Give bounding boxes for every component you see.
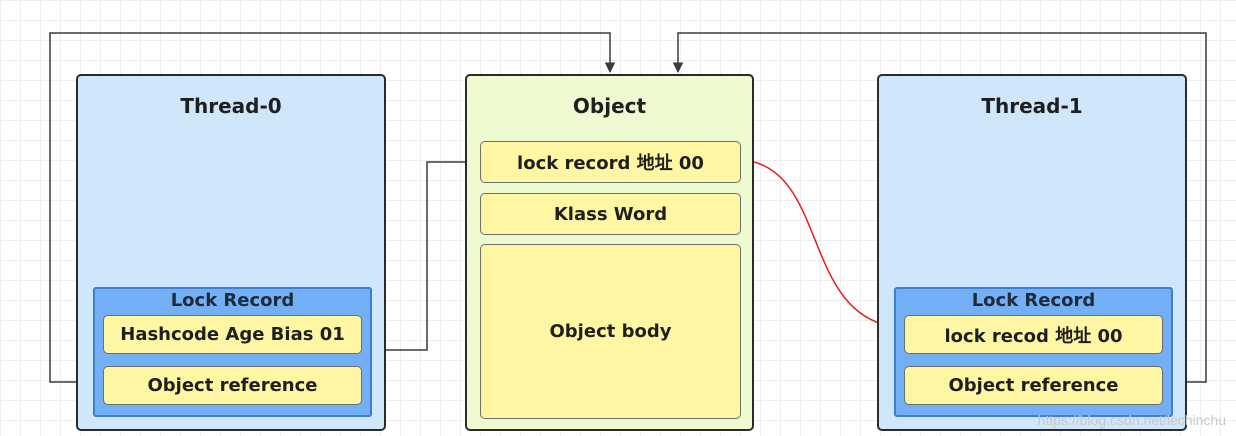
thread0-object-reference-field: Object reference: [103, 366, 362, 405]
thread0-object-reference-arrow: [49, 32, 616, 383]
thread1-object-reference-field: Object reference: [904, 366, 1163, 405]
thread1-lock-record-title: Lock Record: [971, 290, 1096, 311]
thread1-object-reference-arrow: [672, 32, 1207, 383]
thread1-lock-record-field: lock recod 地址 00: [904, 315, 1163, 354]
thread1-panel: Thread-1 Lock Record lock recod 地址 00 Ob…: [877, 74, 1187, 431]
object-klass-word-field: Klass Word: [480, 193, 741, 235]
object-title: Object: [572, 94, 647, 118]
thread1-title: Thread-1: [981, 94, 1083, 118]
object-body-field: Object body: [480, 244, 741, 419]
thread0-title: Thread-0: [180, 94, 282, 118]
object-panel: Object lock record 地址 00 Klass Word Obje…: [465, 74, 754, 431]
thread1-lock-record: Lock Record lock recod 地址 00 Object refe…: [894, 287, 1173, 417]
thread0-panel: Thread-0 Lock Record Hashcode Age Bias 0…: [76, 74, 386, 431]
thread0-lock-record: Lock Record Hashcode Age Bias 01 Object …: [93, 287, 372, 417]
cas-red-arrow: [742, 155, 904, 333]
mark-word-to-thread0-arrow: [372, 161, 480, 356]
object-mark-word-field: lock record 地址 00: [480, 141, 741, 183]
thread0-lock-record-title: Lock Record: [170, 290, 295, 311]
thread0-hashcode-field: Hashcode Age Bias 01: [103, 315, 362, 354]
watermark: https://blog.csdn.net/lechinchu: [1037, 412, 1226, 428]
